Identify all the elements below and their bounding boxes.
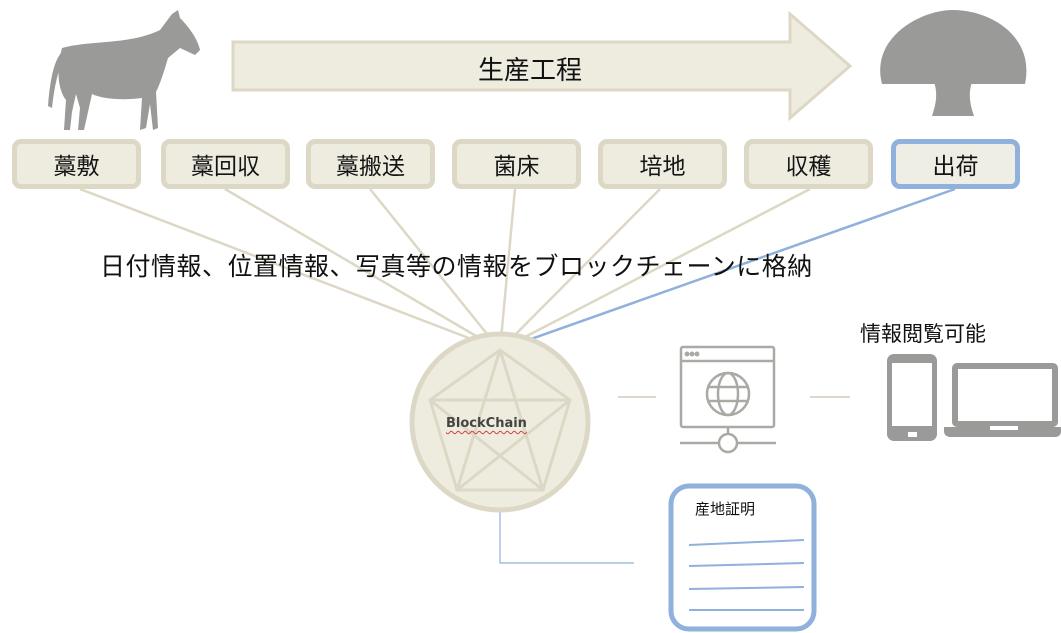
step-harvest: 収穫 [744, 139, 873, 189]
certificate-title: 産地証明 [695, 500, 756, 518]
process-title: 生産工程 [477, 56, 582, 86]
viewing-label: 情報閲覧可能 [860, 322, 986, 346]
shipping-connector-line [499, 187, 956, 352]
smartphone-icon [887, 354, 937, 441]
step-straw-transport: 藁搬送 [306, 139, 435, 189]
storage-caption: 日付情報、位置情報、写真等の情報をブロックチェーンに格納 [100, 252, 813, 281]
blockchain-label: BlockChain [446, 416, 527, 431]
blockchain-pentagon-icon [409, 331, 591, 513]
certificate-document-icon [668, 483, 817, 632]
web-browser-icon [679, 345, 776, 454]
process-arrow [231, 10, 853, 122]
step-culture-medium: 培地 [598, 139, 727, 189]
mushroom-icon [880, 10, 1027, 116]
laptop-icon [944, 363, 1061, 437]
step-shipping: 出荷 [891, 139, 1020, 189]
horse-icon [48, 10, 200, 130]
step-straw-laying: 藁敷 [12, 139, 141, 189]
step-fungal-bed: 菌床 [452, 139, 581, 189]
connector-lines [79, 187, 811, 352]
step-straw-collection: 藁回収 [161, 139, 290, 189]
